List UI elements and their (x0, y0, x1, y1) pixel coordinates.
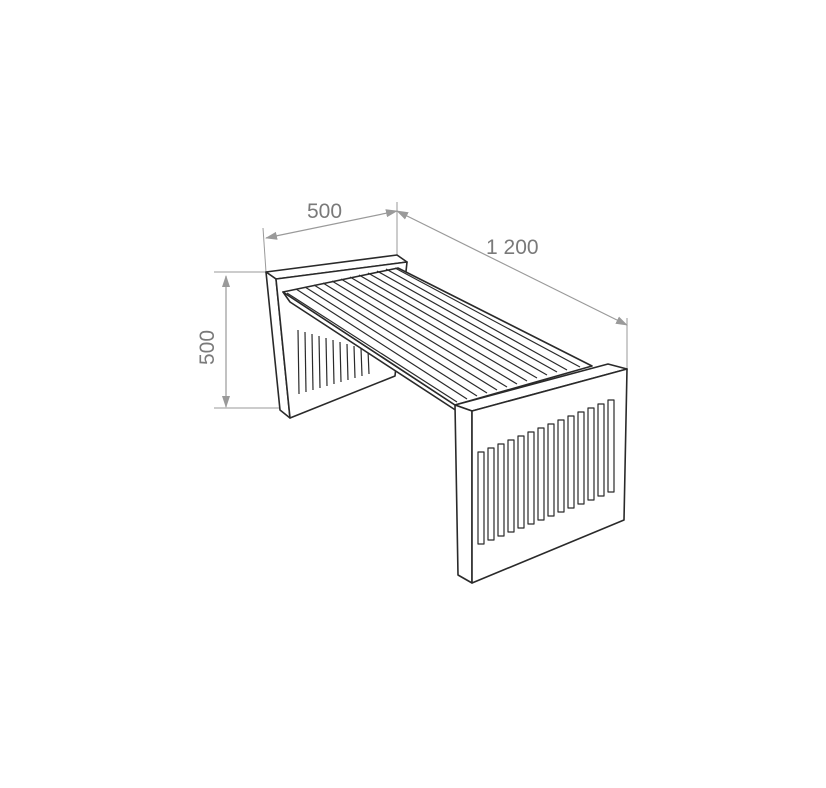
dimension-length-label: 1 200 (486, 236, 539, 259)
seat-slats (286, 267, 581, 403)
back-panel-slots (297, 329, 370, 395)
dimension-line-width (265, 209, 398, 240)
dimension-height-label: 500 (196, 329, 219, 365)
extension-line-left-top (262, 227, 267, 273)
dimension-lines (222, 209, 628, 408)
dimension-line-length (396, 210, 628, 326)
front-side-panel (454, 363, 628, 584)
front-panel-slots (477, 399, 615, 545)
bench (265, 254, 628, 584)
seat (282, 267, 593, 414)
front-panel-side-face (454, 404, 473, 584)
dimension-width-label: 500 (307, 200, 343, 223)
